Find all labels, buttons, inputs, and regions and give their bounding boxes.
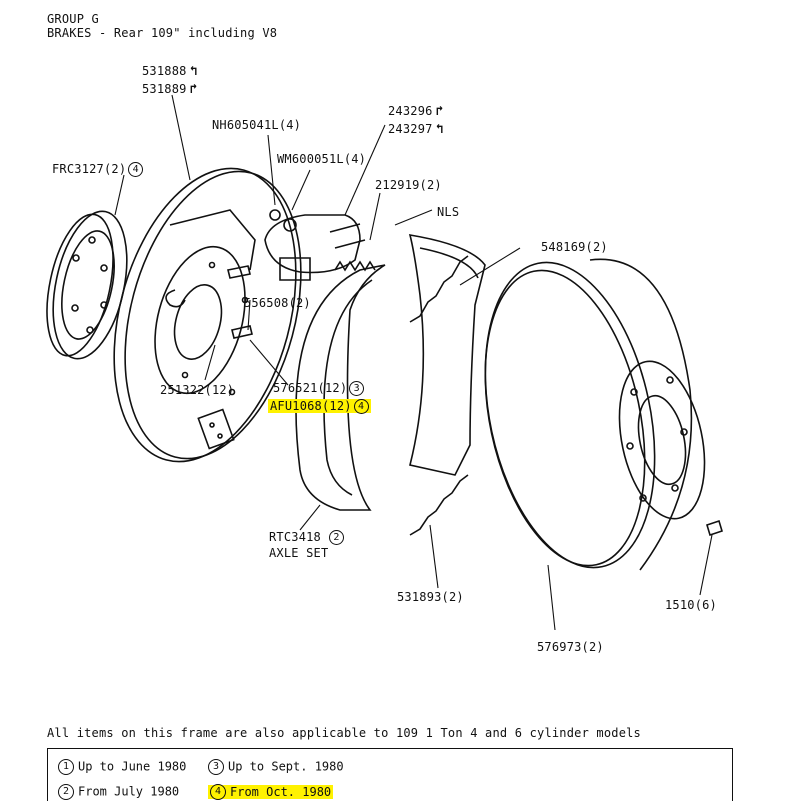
note-circle-icon: 3 [349, 381, 365, 396]
cylinder-spring [335, 262, 375, 270]
key-number-icon: 2 [58, 784, 74, 800]
applicability-note: All items on this frame are also applica… [47, 726, 641, 740]
part-label-afu1068: AFU1068(12)4 [268, 399, 371, 414]
part-label-556508: 556508(2) [244, 296, 311, 310]
part-label-axle-set: AXLE SET [269, 546, 329, 560]
leader-lines [115, 95, 712, 630]
part-label-nh605041l: NH605041L(4) [212, 118, 302, 132]
part-label-548169: 548169(2) [541, 240, 608, 254]
page-title: BRAKES - Rear 109" including V8 [47, 26, 278, 40]
part-label-nls: NLS [437, 205, 460, 219]
part-label-531889: 531889↱ [142, 82, 198, 97]
part-label-wm600051l: WM600051L(4) [277, 152, 367, 166]
key-number-icon: 1 [58, 759, 74, 775]
brake-back-plate [84, 148, 330, 482]
group-heading: GROUP G [47, 12, 99, 26]
hub-flange-ring [36, 205, 139, 366]
part-label-576973: 576973(2) [537, 640, 604, 654]
part-label-1510: 1510(6) [665, 598, 717, 612]
key-number-icon: 4 [210, 784, 226, 800]
brake-drum [460, 247, 718, 583]
part-label-531893: 531893(2) [397, 590, 464, 604]
note-circle-icon: 4 [128, 162, 144, 177]
upper-return-spring [410, 256, 468, 322]
arrow-left-icon: ↰ [435, 122, 444, 137]
part-label-frc3127: FRC3127(2)4 [52, 162, 144, 177]
key-number-icon: 3 [208, 759, 224, 775]
part-label-212919: 212919(2) [375, 178, 442, 192]
note-circle-icon: 4 [353, 399, 369, 414]
brake-shoe [296, 235, 485, 510]
part-label-251322: 251322(12) [160, 383, 235, 397]
part-label-531888: 531888↰ [142, 64, 198, 79]
arrow-left-icon: ↰ [189, 64, 198, 79]
stud-bolts [228, 266, 252, 338]
part-label-243297: 243297↰ [388, 122, 444, 137]
part-label-243296: 243296↱ [388, 104, 444, 119]
note-circle-icon: 2 [328, 530, 344, 545]
arrow-right-icon: ↱ [189, 82, 198, 97]
arrow-right-icon: ↱ [435, 104, 444, 119]
lower-return-spring [410, 475, 468, 535]
part-label-576521: 576521(12)3 [273, 381, 365, 396]
wheel-cylinder [265, 210, 365, 280]
drum-screw [707, 521, 722, 535]
